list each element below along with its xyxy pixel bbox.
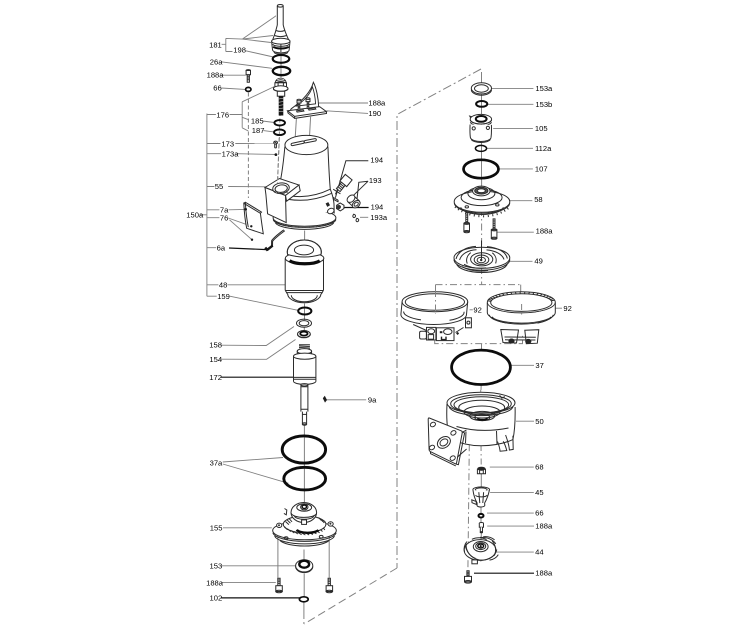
svg-text:26a: 26a [210,57,223,66]
svg-text:153b: 153b [535,100,552,109]
svg-text:193: 193 [369,176,382,185]
svg-text:37: 37 [535,361,543,370]
svg-text:198: 198 [233,45,246,54]
svg-text:92: 92 [473,305,481,314]
svg-text:58: 58 [534,195,542,204]
svg-text:76: 76 [220,213,228,222]
svg-text:150a: 150a [186,210,204,219]
svg-text:9a: 9a [368,396,377,405]
svg-text:49: 49 [534,257,542,266]
svg-text:112a: 112a [535,144,552,153]
svg-text:48: 48 [219,281,227,290]
svg-text:92: 92 [563,304,571,313]
svg-text:181: 181 [209,40,222,49]
svg-text:102: 102 [210,593,223,602]
svg-text:172: 172 [209,373,222,382]
svg-text:153a: 153a [535,84,553,93]
svg-text:194: 194 [371,202,384,211]
svg-text:159: 159 [217,292,230,301]
svg-text:107: 107 [535,165,548,174]
svg-text:188a: 188a [535,569,553,578]
svg-text:158: 158 [209,341,222,350]
svg-text:188a: 188a [536,227,554,236]
svg-text:44: 44 [535,548,543,557]
svg-text:105: 105 [535,124,548,133]
svg-text:194: 194 [370,155,383,164]
svg-text:7a: 7a [220,205,229,214]
svg-text:45: 45 [535,488,543,497]
svg-text:190: 190 [368,109,381,118]
svg-text:55: 55 [215,182,223,191]
svg-text:66: 66 [535,509,543,518]
svg-text:6a: 6a [217,243,226,252]
svg-text:173a: 173a [222,149,240,158]
svg-text:176: 176 [216,110,229,119]
svg-text:50: 50 [535,417,543,426]
svg-text:66: 66 [213,83,221,92]
svg-text:154: 154 [209,355,222,364]
svg-text:188a: 188a [207,71,225,80]
svg-text:153: 153 [210,561,223,570]
svg-text:37a: 37a [210,459,223,468]
svg-text:187: 187 [252,126,265,135]
svg-text:188a: 188a [535,522,553,531]
svg-text:68: 68 [535,463,543,472]
svg-text:193a: 193a [370,213,388,222]
svg-text:155: 155 [210,524,223,533]
svg-text:188a: 188a [368,98,386,107]
svg-text:188a: 188a [206,578,224,587]
svg-text:173: 173 [221,139,234,148]
svg-text:185: 185 [251,117,264,126]
